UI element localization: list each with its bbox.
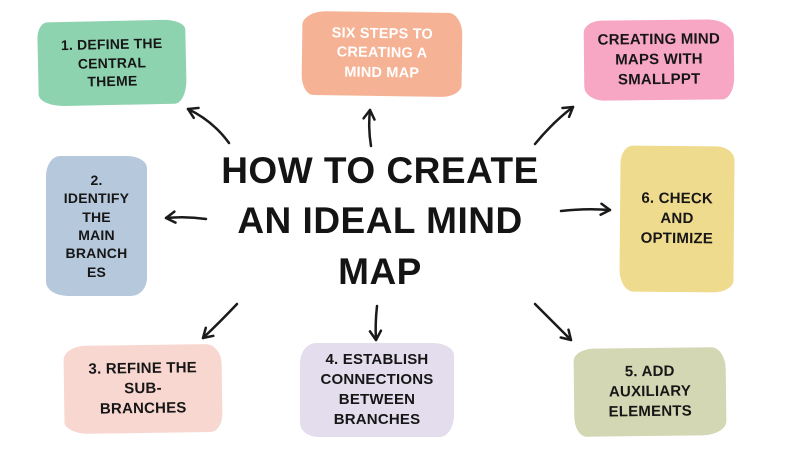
center-title: HOW TO CREATE AN IDEAL MIND MAP bbox=[221, 150, 539, 292]
node-refine-sub-branches-label: 3. REFINE THE SUB- BRANCHES bbox=[88, 359, 198, 418]
node-add-auxiliary-elements-label: 5. ADD AUXILIARY ELEMENTS bbox=[608, 362, 692, 421]
arrow-to-main-branches bbox=[164, 210, 208, 224]
node-establish-connections: 4. ESTABLISH CONNECTIONS BETWEEN BRANCHE… bbox=[300, 343, 454, 437]
node-smallppt-credit: CREATING MIND MAPS WITH SMALLPPT bbox=[583, 19, 735, 101]
node-smallppt-credit-label: CREATING MIND MAPS WITH SMALLPPT bbox=[597, 30, 721, 89]
node-refine-sub-branches: 3. REFINE THE SUB- BRANCHES bbox=[63, 343, 223, 435]
arrow-to-sub-branches bbox=[201, 302, 239, 340]
arrow-to-connections bbox=[368, 304, 383, 342]
node-add-auxiliary-elements: 5. ADD AUXILIARY ELEMENTS bbox=[573, 347, 727, 437]
node-establish-connections-label: 4. ESTABLISH CONNECTIONS BETWEEN BRANCHE… bbox=[320, 351, 434, 428]
arrow-to-smallppt bbox=[533, 105, 575, 146]
node-define-central-theme-label: 1. DEFINE THE CENTRAL THEME bbox=[60, 35, 163, 90]
arrow-to-define-theme bbox=[186, 106, 231, 145]
node-check-and-optimize-label: 6. CHECK AND OPTIMIZE bbox=[640, 189, 714, 248]
arrow-to-auxiliary bbox=[533, 302, 573, 342]
arrow-to-check-optimize bbox=[559, 202, 612, 216]
node-define-central-theme: 1. DEFINE THE CENTRAL THEME bbox=[37, 19, 187, 107]
node-six-steps-header: SIX STEPS TO CREATING A MIND MAP bbox=[301, 10, 463, 98]
node-six-steps-header-label: SIX STEPS TO CREATING A MIND MAP bbox=[331, 25, 434, 82]
arrow-to-six-steps bbox=[362, 108, 376, 148]
node-identify-main-branches: 2. IDENTIFY THE MAIN BRANCH ES bbox=[46, 156, 147, 296]
node-identify-main-branches-label: 2. IDENTIFY THE MAIN BRANCH ES bbox=[63, 171, 130, 280]
node-check-and-optimize: 6. CHECK AND OPTIMIZE bbox=[619, 145, 735, 293]
